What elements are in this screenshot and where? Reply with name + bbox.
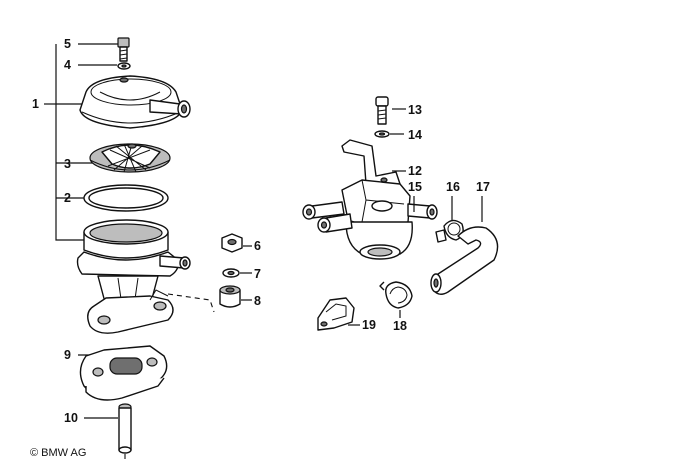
insulator-block [78, 345, 168, 401]
callout-14: 14 [408, 128, 422, 142]
callout-1: 1 [32, 97, 39, 111]
callout-19: 19 [362, 318, 376, 332]
callout-12: 12 [408, 164, 422, 178]
callout-17: 17 [476, 180, 490, 194]
pump-cover [79, 75, 191, 129]
callout-9: 9 [64, 348, 71, 362]
callout-16: 16 [446, 180, 460, 194]
callout-2: 2 [64, 191, 71, 205]
washer-part-right [374, 130, 404, 138]
callout-3: 3 [64, 157, 71, 171]
pump-body [76, 219, 191, 334]
nut-part [221, 233, 252, 253]
bolt-part [375, 96, 406, 125]
callout-10: 10 [64, 411, 78, 425]
spring-clip-part [379, 281, 413, 318]
callout-6: 6 [254, 239, 261, 253]
callout-4: 4 [64, 58, 71, 72]
callout-7: 7 [254, 267, 261, 281]
group-bracket [44, 44, 100, 241]
callout-8: 8 [254, 294, 261, 308]
callout-13: 13 [408, 103, 422, 117]
valve-housing [302, 179, 438, 260]
bushing-part [219, 285, 252, 308]
holder-clip-part [317, 297, 360, 331]
diaphragm-part [89, 143, 171, 173]
gasket-ring [83, 184, 169, 212]
callout-5: 5 [64, 37, 71, 51]
washer-part-small [222, 268, 252, 278]
copyright-notice: © BMW AG [30, 447, 86, 459]
callout-18: 18 [393, 319, 407, 333]
callout-15: 15 [408, 180, 422, 194]
screw-part [78, 37, 130, 62]
fuel-hose-part [430, 196, 499, 295]
pushrod-part [84, 403, 132, 461]
washer-part [78, 62, 131, 70]
